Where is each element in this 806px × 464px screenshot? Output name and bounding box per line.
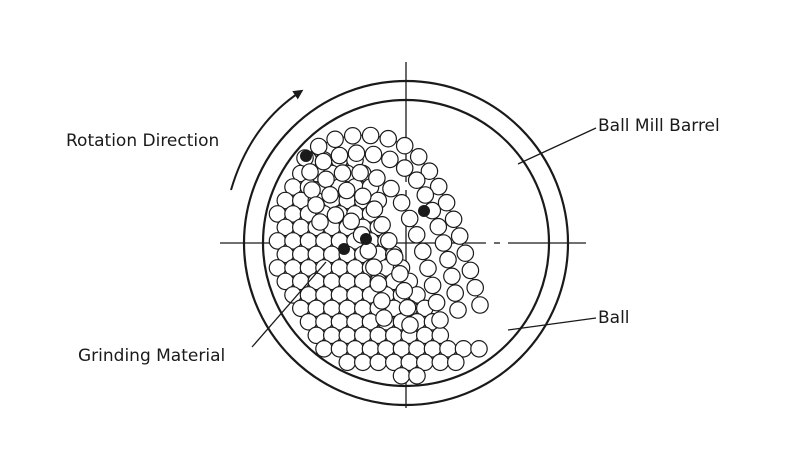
trajectory-ball bbox=[400, 209, 419, 228]
trajectory-ball bbox=[379, 129, 397, 148]
solid-balls bbox=[300, 150, 430, 255]
trajectory-ball bbox=[407, 226, 426, 244]
trajectory-ball bbox=[303, 181, 321, 199]
trajectory-ball bbox=[382, 179, 400, 198]
trajectory-ball bbox=[443, 267, 461, 286]
solid-ball bbox=[338, 243, 350, 255]
trajectory-ball bbox=[373, 216, 391, 234]
trajectory-ball bbox=[326, 206, 345, 224]
solid-ball bbox=[300, 150, 312, 162]
trajectory-ball bbox=[434, 234, 453, 252]
trajectory-ball bbox=[395, 136, 414, 155]
grinding-ball bbox=[369, 353, 388, 372]
trajectory-ball bbox=[391, 264, 409, 283]
grinding-ball bbox=[315, 339, 333, 358]
trajectory-ball bbox=[365, 258, 383, 276]
rotation-direction-label: Rotation Direction bbox=[66, 131, 219, 151]
trajectory-ball bbox=[309, 137, 328, 156]
trajectory-ball bbox=[365, 200, 384, 218]
trajectory-ball bbox=[429, 217, 448, 236]
leader-lines bbox=[251, 127, 597, 348]
trajectory-ball bbox=[423, 276, 442, 295]
grinding-ball bbox=[446, 353, 465, 372]
trajectory-ball bbox=[449, 301, 467, 319]
trajectory-ball bbox=[429, 177, 448, 196]
trajectory-ball bbox=[446, 284, 464, 302]
trajectory-ball bbox=[314, 152, 333, 171]
grinding-ball bbox=[470, 339, 488, 358]
trajectory-ball bbox=[398, 298, 417, 317]
trajectory-balls bbox=[296, 126, 489, 334]
trajectory-ball bbox=[450, 227, 469, 245]
trajectory-ball bbox=[416, 186, 435, 204]
trajectory-ball bbox=[364, 145, 383, 164]
trajectory-ball bbox=[444, 210, 463, 229]
trajectory-ball bbox=[427, 293, 446, 312]
trajectory-ball bbox=[385, 248, 404, 267]
trajectory-ball bbox=[337, 181, 356, 200]
trajectory-ball bbox=[466, 278, 484, 297]
trajectory-ball bbox=[420, 162, 439, 180]
solid-ball bbox=[360, 233, 372, 245]
trajectory-ball bbox=[369, 275, 388, 293]
rotation-arrow bbox=[230, 89, 304, 191]
grinding-ball bbox=[353, 353, 372, 372]
trajectory-ball bbox=[407, 171, 426, 189]
trajectory-ball bbox=[431, 311, 449, 329]
trajectory-ball bbox=[368, 169, 386, 187]
trajectory-ball bbox=[342, 212, 360, 231]
trajectory-ball bbox=[361, 126, 380, 145]
trajectory-ball bbox=[301, 163, 319, 181]
trajectory-ball bbox=[381, 150, 399, 169]
trajectory-ball bbox=[347, 144, 366, 162]
trajectory-ball bbox=[321, 186, 339, 204]
trajectory-ball bbox=[359, 242, 378, 260]
trajectory-ball bbox=[351, 163, 369, 182]
trajectory-ball bbox=[471, 296, 489, 314]
trajectory-ball bbox=[333, 164, 352, 182]
ball-leader bbox=[507, 317, 597, 331]
barrel-leader bbox=[517, 127, 597, 165]
trajectory-ball bbox=[419, 259, 437, 278]
trajectory-ball bbox=[439, 250, 457, 269]
trajectory-ball bbox=[456, 244, 475, 262]
trajectory-ball bbox=[343, 127, 362, 145]
solid-ball bbox=[418, 205, 430, 217]
trajectory-ball bbox=[330, 146, 349, 165]
grinding-ball bbox=[392, 366, 411, 385]
trajectory-ball bbox=[317, 170, 335, 189]
trajectory-ball bbox=[401, 316, 419, 334]
trajectory-ball bbox=[437, 193, 456, 212]
trajectory-ball bbox=[353, 187, 372, 206]
trajectory-ball bbox=[392, 194, 411, 212]
trajectory-ball bbox=[379, 232, 398, 250]
trajectory-ball bbox=[307, 196, 325, 214]
trajectory-ball bbox=[311, 213, 329, 231]
trajectory-ball bbox=[395, 159, 414, 177]
grinding-leader bbox=[251, 261, 327, 348]
ball-mill-barrel-label: Ball Mill Barrel bbox=[598, 116, 720, 136]
trajectory-ball bbox=[461, 261, 480, 280]
ball-label: Ball bbox=[598, 308, 630, 328]
grinding-ball bbox=[408, 366, 426, 385]
trajectory-ball bbox=[409, 148, 428, 166]
trajectory-ball bbox=[413, 242, 432, 261]
trajectory-ball bbox=[326, 130, 344, 149]
trajectory-ball bbox=[395, 281, 413, 300]
grinding-ball bbox=[338, 353, 357, 372]
trajectory-ball bbox=[372, 292, 391, 310]
trajectory-ball bbox=[375, 309, 393, 327]
grinding-material-label: Grinding Material bbox=[78, 346, 225, 366]
grinding-ball bbox=[431, 353, 450, 372]
